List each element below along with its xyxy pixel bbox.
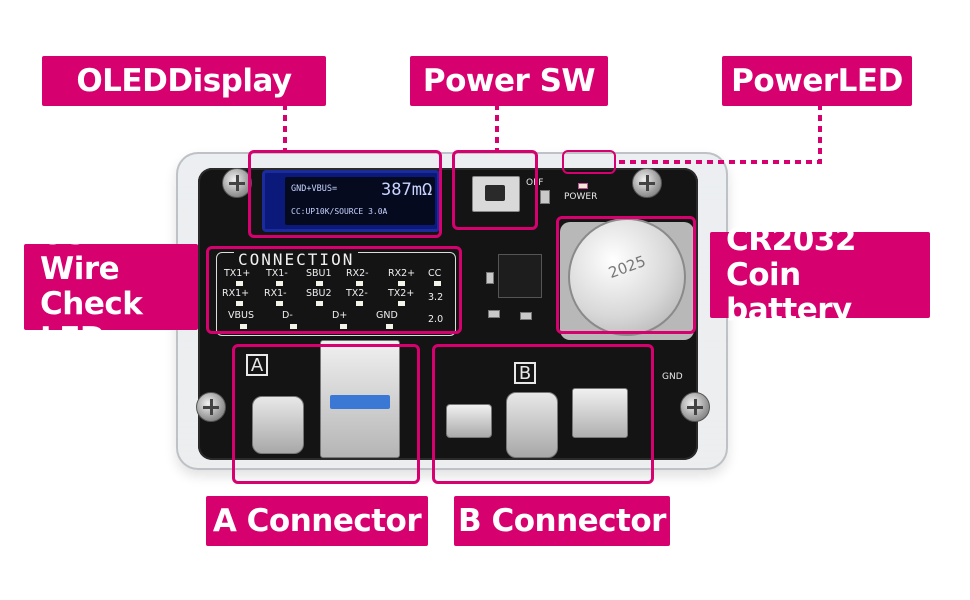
led-label-tx2n: TX2- bbox=[346, 288, 368, 299]
oled-module: GND+VBUS= 387mΩ CC:UP10K/SOURCE 3.0A bbox=[262, 170, 440, 232]
led-label-rx1p: RX1+ bbox=[222, 288, 250, 299]
a-connector-highlight bbox=[232, 344, 420, 484]
power-switch-knob[interactable] bbox=[485, 185, 505, 201]
led-label-cc: CC bbox=[428, 268, 442, 279]
screw-top-left bbox=[222, 168, 252, 198]
led bbox=[290, 324, 297, 329]
smd-part bbox=[540, 190, 550, 204]
smd-part bbox=[488, 310, 500, 318]
callout-usb-line1: USB Wire bbox=[40, 216, 120, 287]
smd-part bbox=[486, 272, 494, 284]
led-label-sbu1: SBU1 bbox=[306, 268, 332, 279]
screw-top-right bbox=[632, 168, 662, 198]
oled-line2: CC:UP10K/SOURCE 3.0A bbox=[291, 207, 388, 216]
power-silk: POWER bbox=[564, 192, 598, 202]
led-label-dn: D- bbox=[282, 310, 293, 321]
oled-screen: GND+VBUS= 387mΩ CC:UP10K/SOURCE 3.0A bbox=[285, 177, 435, 225]
version-label-20: 2.0 bbox=[428, 314, 444, 325]
micro-usb-port[interactable] bbox=[446, 404, 492, 438]
callout-a-connector: A Connector bbox=[206, 496, 428, 546]
led-label-dp: D+ bbox=[332, 310, 348, 321]
led-label-vbus: VBUS bbox=[228, 310, 254, 321]
led-label-tx1n: TX1- bbox=[266, 268, 288, 279]
led-label-rx1n: RX1- bbox=[264, 288, 287, 299]
led bbox=[276, 281, 283, 286]
usb-a-tongue bbox=[330, 395, 390, 409]
callout-usb-line2: Check LED bbox=[40, 286, 143, 357]
screw-bottom-left bbox=[196, 392, 226, 422]
led bbox=[236, 281, 243, 286]
power-sw-highlight bbox=[452, 150, 538, 230]
callout-oled-display: OLEDDisplay bbox=[42, 56, 326, 106]
led bbox=[398, 301, 405, 306]
callout-battery-line1: CR2032 bbox=[726, 221, 856, 258]
led bbox=[316, 281, 323, 286]
port-b-label: B bbox=[514, 362, 536, 384]
oled-value: 387mΩ bbox=[381, 180, 433, 200]
led bbox=[236, 301, 243, 306]
oled-highlight bbox=[248, 150, 442, 238]
callout-power-sw: Power SW bbox=[410, 56, 608, 106]
power-led bbox=[578, 183, 588, 189]
mini-usb-port[interactable] bbox=[572, 388, 628, 438]
port-a-label: A bbox=[246, 354, 268, 376]
led bbox=[398, 281, 405, 286]
led bbox=[356, 301, 363, 306]
callout-coin-battery: CR2032 Coin battery bbox=[710, 222, 930, 327]
led bbox=[316, 301, 323, 306]
coin-battery bbox=[568, 218, 686, 336]
led-label-tx1p: TX1+ bbox=[224, 268, 251, 279]
callout-battery-line2: Coin battery bbox=[726, 256, 852, 328]
power-led-highlight bbox=[562, 150, 616, 174]
gnd-silk: GND bbox=[662, 372, 683, 382]
version-label-32: 3.2 bbox=[428, 292, 444, 303]
connection-title: CONNECTION bbox=[234, 250, 359, 269]
led-label-rx2p: RX2+ bbox=[388, 268, 416, 279]
led bbox=[434, 281, 441, 286]
led bbox=[386, 324, 393, 329]
usb-c-port-a[interactable] bbox=[252, 396, 304, 454]
screw-bottom-right bbox=[680, 392, 710, 422]
callout-power-led: PowerLED bbox=[722, 56, 912, 106]
led bbox=[276, 301, 283, 306]
power-switch[interactable] bbox=[472, 176, 520, 212]
led bbox=[340, 324, 347, 329]
microcontroller-chip bbox=[498, 254, 542, 298]
switch-silk: OFF bbox=[526, 178, 544, 188]
usb-led-highlight bbox=[206, 246, 462, 334]
led bbox=[240, 324, 247, 329]
led-label-gnd: GND bbox=[376, 310, 398, 321]
led-label-sbu2: SBU2 bbox=[306, 288, 332, 299]
battery-highlight bbox=[556, 216, 696, 334]
oled-line1: GND+VBUS= bbox=[291, 184, 338, 194]
usb-c-port-b[interactable] bbox=[506, 392, 558, 458]
led-label-tx2p: TX2+ bbox=[388, 288, 415, 299]
smd-part bbox=[520, 312, 532, 320]
led bbox=[356, 281, 363, 286]
led-label-rx2n: RX2- bbox=[346, 268, 369, 279]
callout-b-connector: B Connector bbox=[454, 496, 670, 546]
callout-usb-wire-check-led: USB Wire Check LED bbox=[24, 217, 198, 357]
b-connector-highlight bbox=[432, 344, 654, 484]
